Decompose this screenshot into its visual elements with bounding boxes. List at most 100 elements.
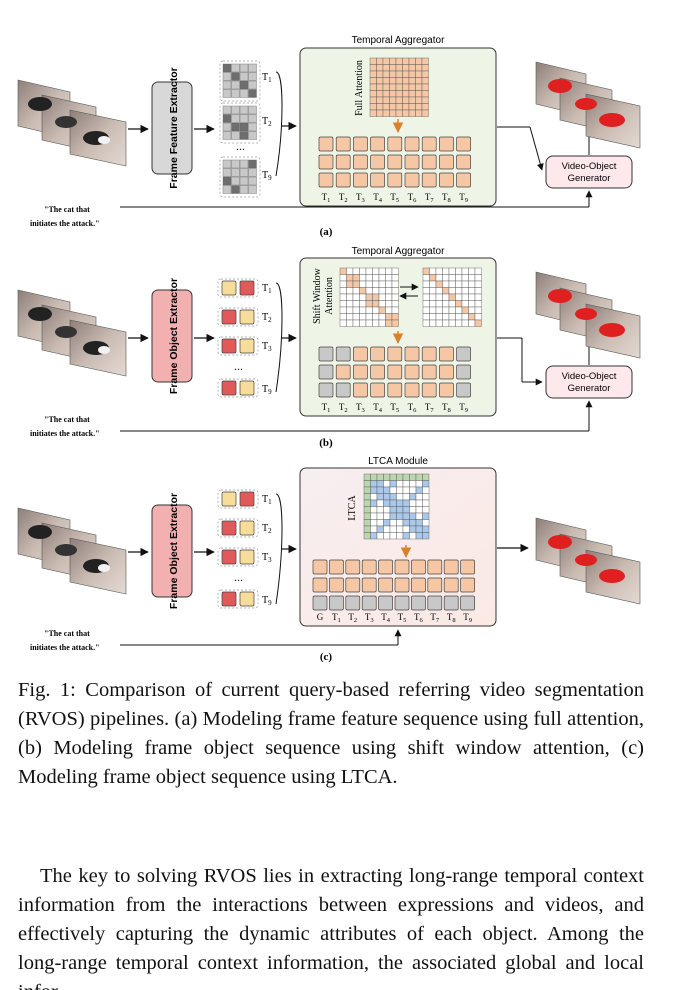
matrix-cell bbox=[389, 57, 397, 65]
feature-cell bbox=[231, 122, 240, 132]
matrix-cell bbox=[378, 313, 386, 321]
matrix-cell bbox=[382, 96, 390, 104]
matrix-cell bbox=[442, 319, 450, 327]
matrix-cell bbox=[376, 506, 384, 514]
matrix-cell bbox=[435, 267, 443, 275]
matrix-cell bbox=[382, 77, 390, 85]
sequence-token bbox=[353, 136, 368, 152]
object-query bbox=[239, 309, 255, 325]
sequence-label: T8 bbox=[442, 192, 451, 204]
sequence-token bbox=[404, 346, 420, 362]
matrix-cell bbox=[372, 313, 380, 321]
matrix-cell bbox=[435, 280, 443, 288]
matrix-cell bbox=[359, 293, 367, 301]
matrix-cell bbox=[376, 525, 384, 533]
matrix-cell bbox=[402, 70, 410, 78]
frame-feature-extractor bbox=[151, 81, 193, 175]
matrix-cell bbox=[396, 473, 404, 481]
matrix-cell bbox=[365, 300, 373, 308]
matrix-cell bbox=[395, 64, 403, 72]
matrix-cell bbox=[369, 64, 377, 72]
matrix-cell bbox=[442, 306, 450, 314]
input-video-frames bbox=[17, 289, 127, 377]
sequence-label: T7 bbox=[425, 192, 435, 204]
sequence-token bbox=[335, 136, 351, 152]
expression-line2: initiates the attack." bbox=[30, 429, 100, 438]
matrix-cell bbox=[391, 274, 399, 282]
feature-cell bbox=[231, 168, 240, 177]
feature-cell bbox=[248, 176, 257, 186]
feature-cell bbox=[222, 131, 232, 140]
matrix-cell bbox=[421, 90, 429, 98]
matrix-cell bbox=[363, 532, 371, 540]
matrix-cell bbox=[383, 486, 391, 494]
panel-b: Frame Object Extractor T1 T2 T3 ... T9 T… bbox=[17, 246, 641, 449]
sequence-label: T1 bbox=[322, 192, 331, 204]
extractor-label: Frame Object Extractor bbox=[168, 493, 180, 609]
sequence-label: T6 bbox=[408, 402, 418, 414]
matrix-cell bbox=[359, 274, 367, 282]
sequence-token bbox=[387, 382, 403, 398]
matrix-cell bbox=[352, 300, 360, 308]
frame-object-sequence bbox=[318, 346, 471, 398]
feature-cell bbox=[222, 176, 232, 186]
sequence-token bbox=[353, 172, 368, 188]
feature-cell bbox=[239, 114, 249, 123]
matrix-cell bbox=[339, 306, 347, 314]
feature-cell bbox=[231, 105, 240, 115]
matrix-cell bbox=[422, 267, 430, 275]
feature-cell bbox=[222, 159, 232, 169]
sequence-token bbox=[411, 595, 426, 611]
matrix-cell bbox=[396, 480, 404, 488]
matrix-cell bbox=[370, 512, 378, 520]
input-video-frames bbox=[17, 507, 127, 595]
input-video-frames bbox=[17, 79, 127, 167]
matrix-cell bbox=[352, 319, 360, 327]
matrix-cell bbox=[409, 506, 417, 514]
matrix-cell bbox=[370, 493, 378, 501]
matrix-cell bbox=[376, 70, 384, 78]
matrix-cell bbox=[429, 319, 437, 327]
matrix-cell bbox=[369, 77, 377, 85]
object-query bbox=[239, 520, 255, 536]
feature-cell bbox=[239, 72, 249, 81]
feature-cell bbox=[239, 159, 249, 169]
sequence-token bbox=[443, 559, 459, 575]
matrix-cell bbox=[389, 109, 397, 117]
ltca-module-title: LTCA Module bbox=[368, 456, 428, 467]
frame-label-t3: T3 bbox=[262, 552, 272, 564]
matrix-cell bbox=[396, 493, 404, 501]
matrix-cell bbox=[389, 486, 397, 494]
matrix-cell bbox=[429, 287, 437, 295]
sequence-token bbox=[411, 577, 426, 593]
matrix-cell bbox=[402, 103, 410, 111]
matrix-cell bbox=[396, 532, 404, 540]
matrix-cell bbox=[389, 480, 397, 488]
matrix-cell bbox=[474, 287, 482, 295]
object-query bbox=[239, 280, 255, 296]
matrix-cell bbox=[363, 493, 371, 501]
matrix-cell bbox=[365, 306, 373, 314]
matrix-cell bbox=[402, 77, 410, 85]
sequence-token bbox=[335, 364, 351, 380]
matrix-cell bbox=[391, 306, 399, 314]
sequence-token bbox=[345, 595, 361, 611]
matrix-cell bbox=[435, 300, 443, 308]
matrix-cell bbox=[409, 473, 417, 481]
matrix-cell bbox=[402, 90, 410, 98]
sequence-token bbox=[456, 364, 471, 380]
generator-label-line1: Video-Object bbox=[562, 161, 617, 172]
matrix-cell bbox=[415, 103, 423, 111]
matrix-cell bbox=[389, 525, 397, 533]
video-object-generator-a bbox=[545, 155, 633, 189]
frame-label-t9: T9 bbox=[262, 595, 272, 607]
matrix-cell bbox=[352, 306, 360, 314]
sequence-token bbox=[387, 136, 403, 152]
feature-cell bbox=[239, 122, 249, 132]
matrix-cell bbox=[422, 306, 430, 314]
matrix-cell bbox=[370, 506, 378, 514]
matrix-cell bbox=[409, 525, 417, 533]
matrix-cell bbox=[376, 83, 384, 91]
